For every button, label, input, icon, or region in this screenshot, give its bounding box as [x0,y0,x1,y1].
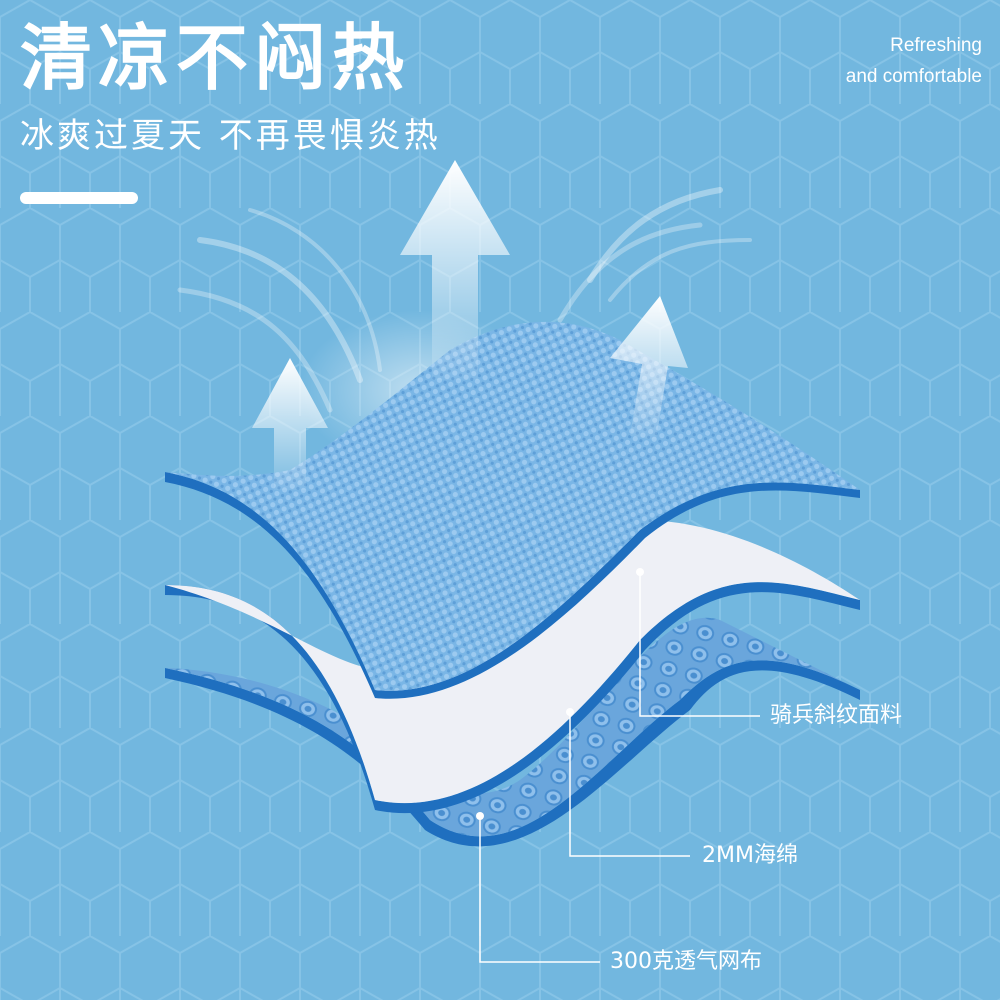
english-tagline: Refreshing and comfortable [846,30,982,92]
mesh-fabric-layer-icon [165,660,860,847]
headline-title: 清凉不闷热 [20,16,411,100]
twill-surface [165,321,860,691]
layer-label-sponge: 2MM海绵 [702,843,798,868]
mesh-surface [165,617,860,837]
title-underline [20,192,138,204]
callout-lines [479,572,760,963]
layer-label-twill: 骑兵斜纹面料 [770,703,903,728]
layer-label-mesh: 300克透气网布 [610,949,762,974]
sponge-surface [165,520,860,804]
headline-subtitle: 冰爽过夏天 不再畏惧炎热 [20,116,441,156]
up-arrow-icon [610,296,688,440]
up-arrow-icon [400,160,510,380]
tagline-line-2: and comfortable [845,66,982,87]
twill-fabric-layer-icon [165,472,860,699]
up-arrow-icon [252,358,328,490]
tagline-line-1: Refreshing [890,35,982,56]
callout-dots [476,568,644,820]
